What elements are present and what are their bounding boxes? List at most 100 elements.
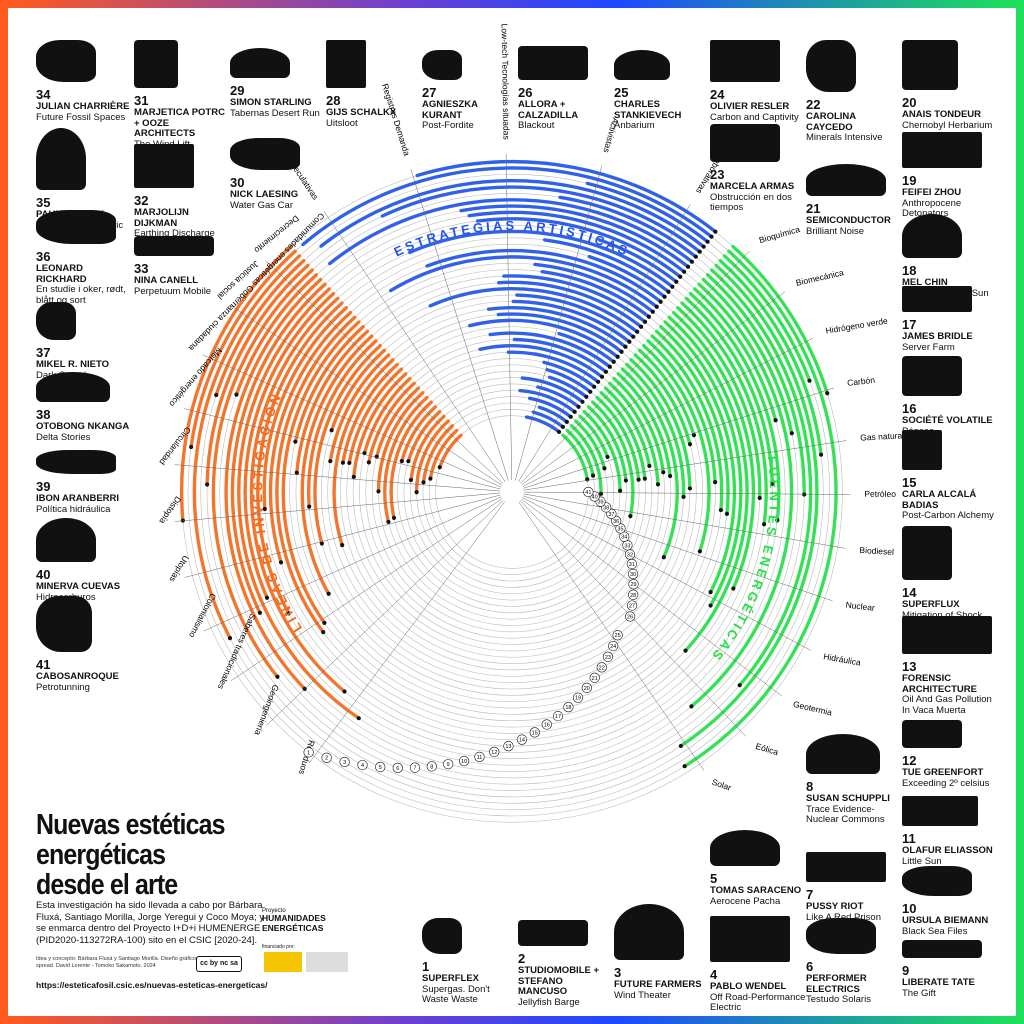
arc-dot: [818, 452, 824, 457]
ring-number: 24: [610, 644, 616, 650]
spoke: [521, 291, 786, 486]
ring-number: 16: [544, 723, 550, 729]
arc-dot: [234, 392, 239, 397]
artist-number: 21: [806, 201, 821, 216]
arc-dot: [590, 473, 596, 478]
artist-number: 37: [36, 345, 51, 360]
arc-dot: [713, 229, 718, 234]
artwork-title: The Gift: [902, 987, 936, 999]
ring-number-badge: [625, 611, 636, 622]
spoke: [184, 494, 501, 578]
spoke: [323, 210, 506, 483]
category-label: Solar: [711, 777, 733, 793]
artist-arc: [428, 287, 639, 334]
spoke: [521, 499, 783, 697]
project-url[interactable]: https://esteticafosil.csic.es/nuevas-est…: [36, 980, 268, 990]
arc-dot: [406, 459, 411, 464]
fossil-spaces-icon: [36, 40, 96, 82]
arc-dot: [689, 259, 695, 264]
arc-dot: [615, 354, 620, 359]
arc-dot: [689, 704, 694, 709]
arc-dot: [731, 586, 736, 591]
artist-arc: [512, 337, 608, 374]
artist-number: 10: [902, 901, 917, 916]
artist-arc: [230, 282, 327, 615]
artist-name: OLAFUR ELIASSON: [902, 845, 993, 856]
artist-name: NINA CANELL: [134, 275, 199, 286]
motorbike-icon: [326, 40, 366, 88]
spoke: [309, 501, 506, 764]
bicycle-icon: [230, 48, 290, 78]
artist-number: 13: [902, 659, 917, 674]
arc-dot: [724, 511, 730, 516]
ring-number: 2: [325, 756, 328, 762]
carbon-captivity-icon: [710, 40, 780, 82]
turbines-icon: [710, 916, 790, 962]
trace-icon: [806, 734, 880, 774]
artwork-title: Water Gas Car: [230, 199, 293, 211]
category-label: Circularidad: [157, 425, 193, 467]
artwork-title: Exceeding 2º celsius: [902, 777, 990, 789]
ring: [251, 231, 773, 753]
arc-dot: [366, 460, 371, 465]
aerocene-icon: [710, 830, 780, 866]
ring-number: 7: [413, 766, 416, 772]
artist-arc: [693, 287, 778, 422]
artist-arc: [262, 306, 348, 511]
perpetuum-icon: [134, 236, 214, 256]
artist-arc: [578, 414, 610, 459]
arc-dot: [605, 454, 610, 460]
artwork-title: Black Sea Files: [902, 925, 968, 937]
arc-dot: [293, 439, 298, 444]
artist-number: 2: [518, 951, 526, 966]
arc-dot: [189, 444, 194, 450]
artwork-title: Uitsloot: [326, 117, 358, 129]
arc-dot: [294, 470, 299, 475]
artist-arc: [633, 353, 692, 446]
artist-arc: [376, 391, 425, 493]
arc-dot: [428, 476, 433, 481]
ring-number-badge: [628, 589, 639, 600]
ring-number-badge: [303, 747, 314, 758]
artist-arc: [689, 282, 794, 709]
category-label: Eólica: [754, 741, 779, 757]
artist-name: CARLA ALCALÁ BADIAS: [902, 489, 977, 511]
artist-name: MEL CHIN: [902, 277, 948, 288]
category-label: Petróleo: [864, 489, 896, 499]
category-label: Hidrógeno verde: [825, 315, 889, 335]
arc-dot: [661, 555, 666, 560]
artist-number: 1: [422, 959, 430, 974]
barge-icon: [518, 920, 588, 946]
arc-dot: [654, 304, 659, 309]
artist-arc: [275, 315, 357, 634]
artist-arc: [409, 414, 446, 482]
artist-arc: [625, 362, 686, 499]
artist-name: JULIAN CHARRIÈRE: [36, 101, 130, 112]
spoke: [266, 500, 504, 726]
artist-arc: [710, 268, 813, 687]
supergas-icon: [422, 918, 462, 954]
ring-number: 28: [630, 593, 636, 599]
arc-dot: [713, 480, 718, 485]
arc-dot: [598, 491, 604, 496]
artist-arc: [367, 381, 416, 465]
ring-number: 29: [630, 582, 636, 588]
ring-number: 23: [605, 655, 611, 661]
vaca-muerta-icon: [902, 616, 992, 654]
artwork-title: Petrotunning: [36, 681, 90, 693]
artist-name: TOMAS SARACENO: [710, 885, 802, 896]
artist-name: IBON ARANBERRI: [36, 493, 120, 504]
artist-arc: [313, 343, 382, 546]
artist-name: SEMICONDUCTOR: [806, 215, 891, 226]
artist-arc: [536, 385, 581, 409]
arc-dot: [572, 409, 577, 414]
arc-dot: [697, 549, 702, 554]
